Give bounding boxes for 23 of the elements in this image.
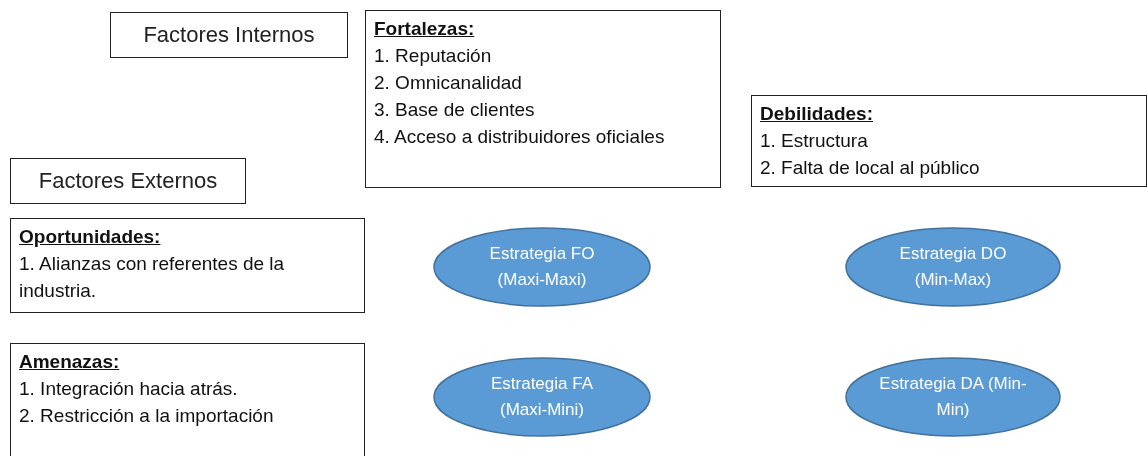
strategy-label: Estrategia DA (Min-Min) [878,373,1028,421]
factor-label-box: Factores Externos [10,158,246,204]
list-item: 2. Restricción a la importación [19,404,275,428]
list-item: 2. Omnicanalidad [374,71,523,95]
swot-box [10,343,365,456]
swot-box [751,95,1147,187]
strategy-label: Estrategia FA (Maxi-Mini) [489,373,595,421]
swot-box [10,218,365,313]
list-item: 2. Falta de local al público [760,156,981,180]
list-item: 3. Base de clientes [374,98,536,122]
factor-label-box: Factores Internos [110,12,348,58]
list-item: 1. Estructura [760,129,869,153]
section-heading: Fortalezas: [374,17,476,41]
strategy-label: Estrategia DO (Min-Max) [898,243,1008,291]
list-item: 4. Acceso a distribuidores oficiales [374,125,666,149]
list-item: 1. Integración hacia atrás. [19,377,239,401]
section-heading: Debilidades: [760,102,874,126]
list-item: 1. Reputación [374,44,493,68]
strategy-label: Estrategia FO (Maxi-Maxi) [488,243,596,291]
list-item: 1. Alianzas con referentes de la industria. [19,252,286,303]
section-heading: Amenazas: [19,350,121,374]
swot-box [365,10,721,188]
section-heading: Oportunidades: [19,225,162,249]
